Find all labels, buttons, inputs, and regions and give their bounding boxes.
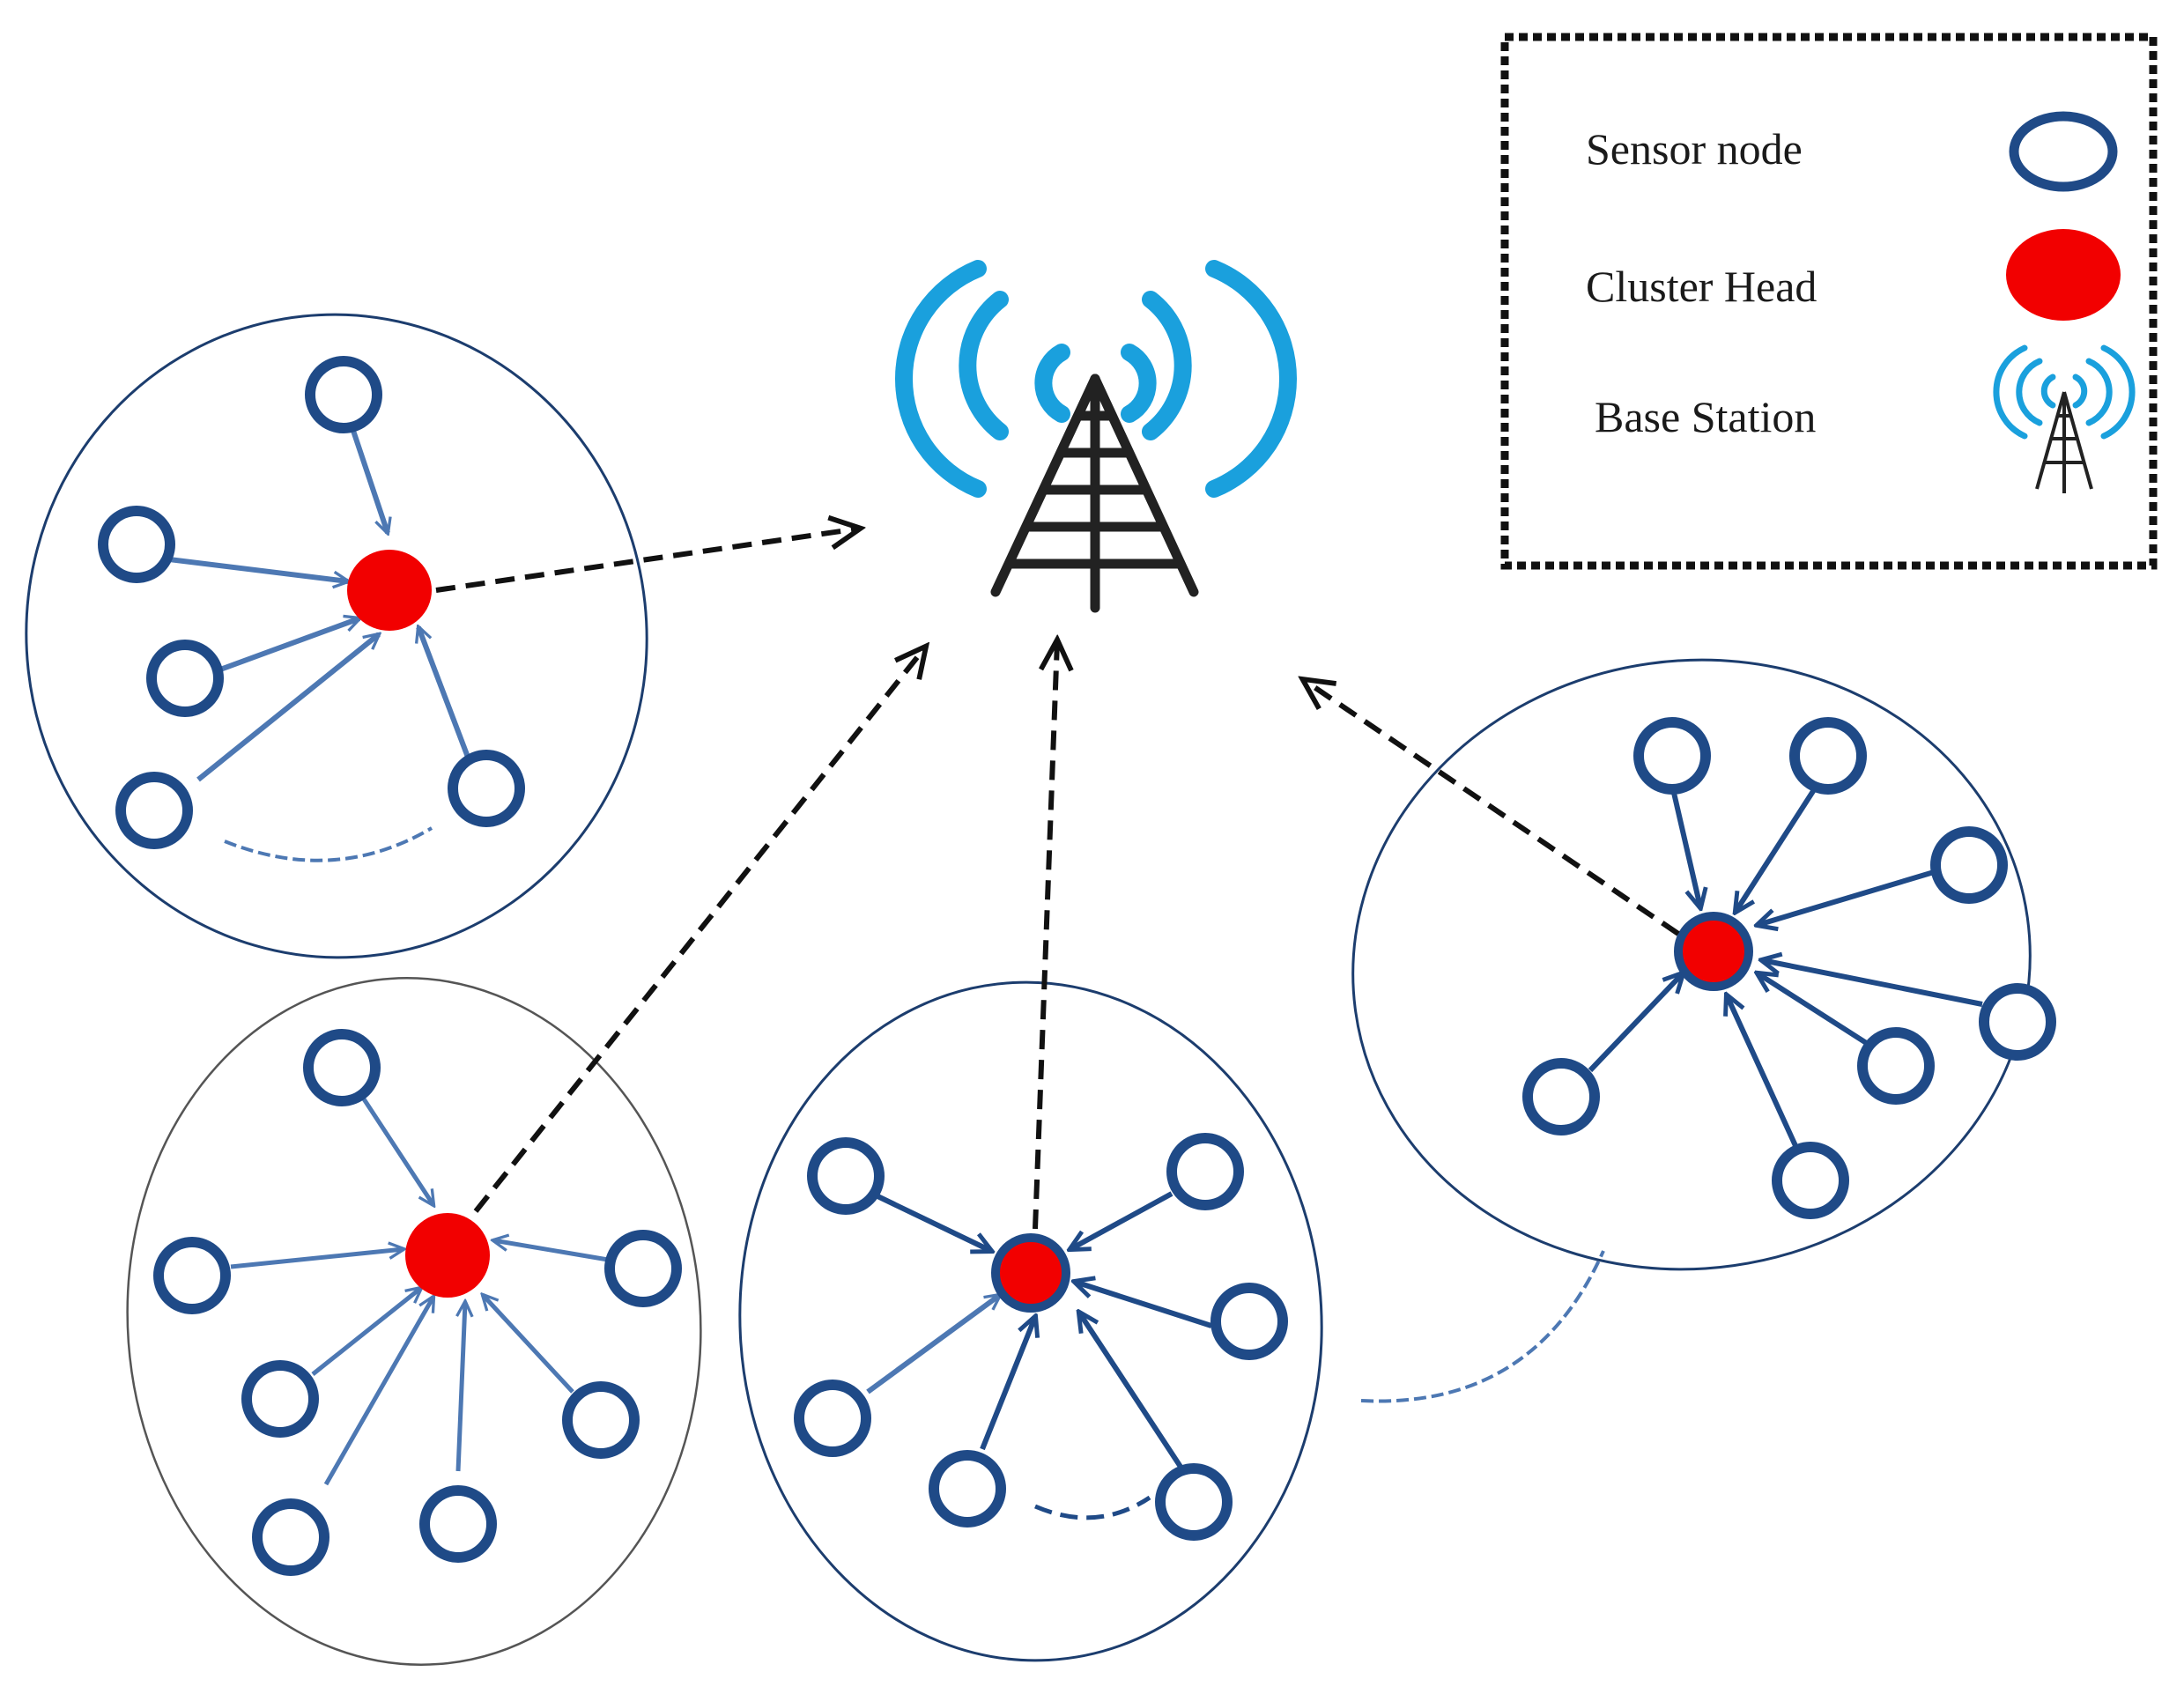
sensor-node	[1857, 1027, 1935, 1105]
sensor-node	[303, 1029, 381, 1106]
legend-label-sensor-node: Sensor node	[1586, 124, 1803, 174]
intra-cluster-arrow	[357, 1091, 433, 1205]
cluster-boundary	[1351, 658, 2032, 1271]
legend-label-base-station: Base Station	[1595, 392, 1816, 441]
sensor-node	[305, 356, 382, 433]
intra-cluster-arrow	[1070, 1191, 1173, 1249]
cluster-head-icon	[2006, 229, 2121, 321]
sensor-node	[1789, 717, 1867, 795]
intra-cluster-arrow	[168, 557, 348, 581]
sensor-node	[1772, 1142, 1849, 1219]
sensor-node	[153, 1237, 231, 1314]
sensor-node	[562, 1381, 640, 1459]
cluster-boundary	[25, 313, 648, 959]
cluster-2	[126, 977, 702, 1666]
cluster-boundary	[126, 977, 702, 1666]
uplink-arrow	[1033, 641, 1057, 1230]
sensor-node	[1155, 1463, 1233, 1541]
sensor-node	[1930, 826, 2008, 904]
base-station-icon	[1993, 344, 2136, 493]
intra-cluster-arrow	[1762, 960, 1983, 1007]
sensor-node	[98, 506, 175, 583]
sensor-node	[419, 1485, 497, 1563]
sensor-node	[448, 750, 525, 827]
uplink-arrow	[435, 529, 859, 593]
sensor-node	[807, 1137, 885, 1215]
intra-cluster-arrow	[1075, 1282, 1212, 1328]
legend: Sensor node Cluster Head Base Station	[1500, 33, 2158, 570]
intra-cluster-arrow	[870, 1191, 991, 1251]
cluster-head	[405, 1213, 490, 1298]
sensor-node	[241, 1360, 319, 1438]
sensor-node	[1166, 1133, 1244, 1210]
sensor-node	[1979, 983, 2056, 1061]
base-station-icon	[894, 260, 1298, 613]
intra-cluster-arrow	[418, 627, 471, 761]
sensor-node-icon	[2009, 111, 2118, 192]
sensor-node	[1522, 1058, 1600, 1135]
intra-cluster-arrow	[1758, 869, 1935, 925]
intra-cluster-arrow	[311, 1288, 421, 1376]
sensor-node	[794, 1380, 871, 1457]
sensor-node	[929, 1450, 1006, 1528]
intra-cluster-arrow	[1671, 792, 1700, 907]
intra-cluster-arrow	[980, 1317, 1035, 1451]
intra-cluster-arrow	[458, 1302, 465, 1472]
intra-cluster-arrow	[196, 634, 379, 782]
cluster-boundary	[738, 980, 1323, 1662]
intra-cluster-arrow	[1588, 973, 1683, 1073]
more-nodes-ellipsis	[1034, 1495, 1151, 1520]
more-nodes-ellipsis	[224, 826, 433, 862]
sensor-node	[146, 640, 224, 717]
sensor-node	[1633, 717, 1711, 795]
intra-cluster-arrow	[323, 1297, 433, 1486]
cluster-4	[1351, 658, 2056, 1403]
intra-cluster-arrow	[1727, 995, 1800, 1151]
uplink-arrow	[1304, 680, 1680, 936]
sensor-node	[604, 1230, 682, 1307]
intra-cluster-arrow	[1736, 787, 1818, 912]
legend-label-cluster-head: Cluster Head	[1586, 262, 1817, 311]
cluster-3	[738, 980, 1323, 1662]
intra-cluster-arrow	[493, 1240, 609, 1262]
intra-cluster-arrow	[348, 422, 388, 533]
intra-cluster-arrow	[230, 1249, 403, 1269]
intra-cluster-arrow	[218, 618, 359, 672]
cluster-head	[991, 1233, 1070, 1313]
intra-cluster-arrow	[483, 1295, 574, 1394]
sensor-node	[115, 772, 193, 849]
uplink-arrow	[473, 647, 925, 1213]
cluster-1	[25, 313, 648, 959]
intra-cluster-arrow	[1758, 973, 1869, 1047]
cluster-head	[1674, 912, 1753, 991]
sensor-node	[1210, 1283, 1288, 1360]
intra-cluster-arrow	[1079, 1313, 1183, 1468]
more-nodes-ellipsis	[1360, 1250, 1605, 1403]
intra-cluster-arrow	[866, 1295, 1000, 1394]
sensor-node	[252, 1498, 329, 1576]
cluster-head	[347, 550, 432, 631]
